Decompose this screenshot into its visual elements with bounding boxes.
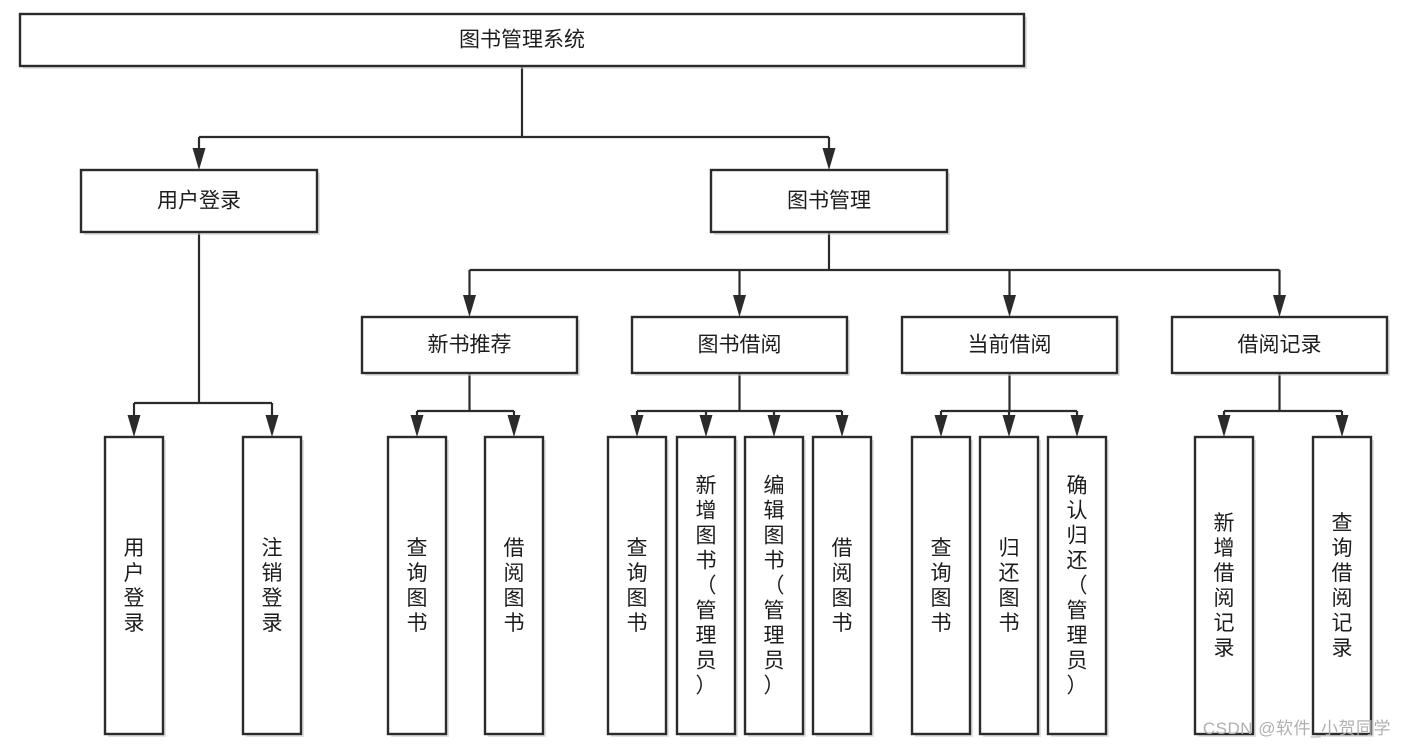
node-label: 确认归还（管理员） — [1067, 475, 1088, 698]
node-user-login[interactable]: 用户登录 — [79, 168, 320, 235]
node-label: 查询图书 — [931, 537, 952, 635]
connector-new_book_rec — [410, 373, 521, 437]
node-label: 图书管理系统 — [459, 29, 585, 52]
node-leaf-return-book[interactable]: 归还图书 — [978, 435, 1041, 737]
node-label: 借阅记录 — [1238, 334, 1322, 357]
node-leaf-query-book-1[interactable]: 查询图书 — [386, 435, 449, 737]
node-rect[interactable] — [811, 435, 873, 736]
node-label: 归还图书 — [999, 537, 1020, 635]
node-rect[interactable] — [1193, 435, 1255, 736]
node-leaf-borrow-book-1[interactable]: 借阅图书 — [483, 435, 546, 737]
connector-current_borrow — [934, 373, 1084, 437]
node-leaf-edit-book[interactable]: 编辑图书（管理员） — [743, 435, 806, 737]
node-rect[interactable] — [79, 168, 319, 234]
node-rect[interactable] — [900, 315, 1119, 375]
node-label: 注销登录 — [262, 537, 283, 635]
node-rect[interactable] — [483, 435, 545, 736]
node-leaf-user-login[interactable]: 用户登录 — [103, 435, 166, 737]
node-leaf-add-book[interactable]: 新增图书（管理员） — [675, 435, 738, 737]
node-label: 当前借阅 — [968, 334, 1052, 357]
connector-borrow_record — [1217, 373, 1349, 437]
node-rect[interactable] — [709, 168, 949, 234]
connector-book_manage — [463, 232, 1286, 317]
node-rect[interactable] — [1170, 315, 1389, 375]
connector-layer — [127, 66, 1349, 437]
node-rect[interactable] — [241, 435, 303, 736]
node-new-book-rec[interactable]: 新书推荐 — [360, 315, 580, 376]
node-rect[interactable] — [1311, 435, 1373, 736]
node-label: 用户登录 — [157, 190, 241, 213]
node-leaf-logout[interactable]: 注销登录 — [241, 435, 304, 737]
node-rect[interactable] — [743, 435, 805, 736]
node-rect[interactable] — [606, 435, 668, 736]
connector-root — [192, 66, 836, 170]
node-leaf-query-record[interactable]: 查询借阅记录 — [1311, 435, 1374, 737]
node-rect[interactable] — [978, 435, 1040, 736]
node-rect[interactable] — [386, 435, 448, 736]
node-leaf-add-record[interactable]: 新增借阅记录 — [1193, 435, 1256, 737]
connector-user_login — [127, 232, 279, 437]
node-book-manage[interactable]: 图书管理 — [709, 168, 950, 235]
node-rect[interactable] — [18, 12, 1026, 68]
node-rect[interactable] — [910, 435, 972, 736]
node-book-borrow[interactable]: 图书借阅 — [630, 315, 850, 376]
node-label: 用户登录 — [124, 537, 145, 635]
node-layer: 图书管理系统用户登录图书管理新书推荐图书借阅当前借阅借阅记录用户登录注销登录查询… — [18, 12, 1390, 737]
node-borrow-record[interactable]: 借阅记录 — [1170, 315, 1390, 376]
node-label: 查询图书 — [627, 537, 648, 635]
node-label: 编辑图书（管理员） — [764, 475, 785, 698]
node-root[interactable]: 图书管理系统 — [18, 12, 1027, 69]
node-leaf-query-book-3[interactable]: 查询图书 — [910, 435, 973, 737]
node-label: 新书推荐 — [428, 334, 512, 357]
node-leaf-confirm-return[interactable]: 确认归还（管理员） — [1046, 435, 1109, 737]
node-label: 查询借阅记录 — [1332, 512, 1353, 660]
node-current-borrow[interactable]: 当前借阅 — [900, 315, 1120, 376]
node-rect[interactable] — [630, 315, 849, 375]
node-rect[interactable] — [360, 315, 579, 375]
node-label: 借阅图书 — [832, 537, 853, 635]
node-label: 图书借阅 — [698, 334, 782, 357]
node-label: 借阅图书 — [504, 537, 525, 635]
node-leaf-query-book-2[interactable]: 查询图书 — [606, 435, 669, 737]
node-label: 新增图书（管理员） — [696, 475, 717, 698]
node-rect[interactable] — [1046, 435, 1108, 736]
node-label: 新增借阅记录 — [1214, 512, 1235, 660]
node-label: 查询图书 — [407, 537, 428, 635]
connector-book_borrow — [630, 373, 849, 437]
node-rect[interactable] — [675, 435, 737, 736]
node-leaf-borrow-book-2[interactable]: 借阅图书 — [811, 435, 874, 737]
node-rect[interactable] — [103, 435, 165, 736]
node-label: 图书管理 — [787, 190, 871, 213]
